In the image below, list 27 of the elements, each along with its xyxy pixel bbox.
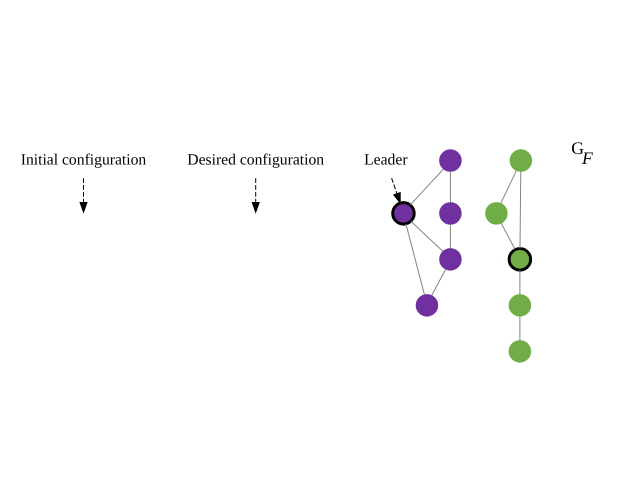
connector <box>410 220 444 252</box>
node-circle <box>508 294 532 316</box>
connector <box>431 268 446 296</box>
node-circle <box>508 340 532 362</box>
node-circle <box>416 294 438 316</box>
node-circle <box>510 148 532 172</box>
node-text: Desired configuration <box>187 150 324 168</box>
connector <box>519 270 520 294</box>
connector <box>519 316 520 340</box>
node-text: Leader <box>364 150 408 168</box>
connector <box>500 170 517 204</box>
connector <box>405 222 425 295</box>
connector <box>450 224 451 249</box>
node-circle <box>485 202 508 224</box>
arrow <box>391 177 401 204</box>
connector <box>520 170 522 249</box>
arrow <box>79 177 88 214</box>
connector <box>450 170 451 202</box>
node-circle <box>439 148 462 172</box>
node-circle <box>439 248 462 270</box>
arrow <box>252 177 260 214</box>
node-circle <box>439 202 462 224</box>
connector <box>410 168 444 205</box>
connector <box>500 222 516 250</box>
node-circle <box>391 200 416 226</box>
node-circle <box>508 246 532 272</box>
node-text: Initial configuration <box>20 150 146 168</box>
